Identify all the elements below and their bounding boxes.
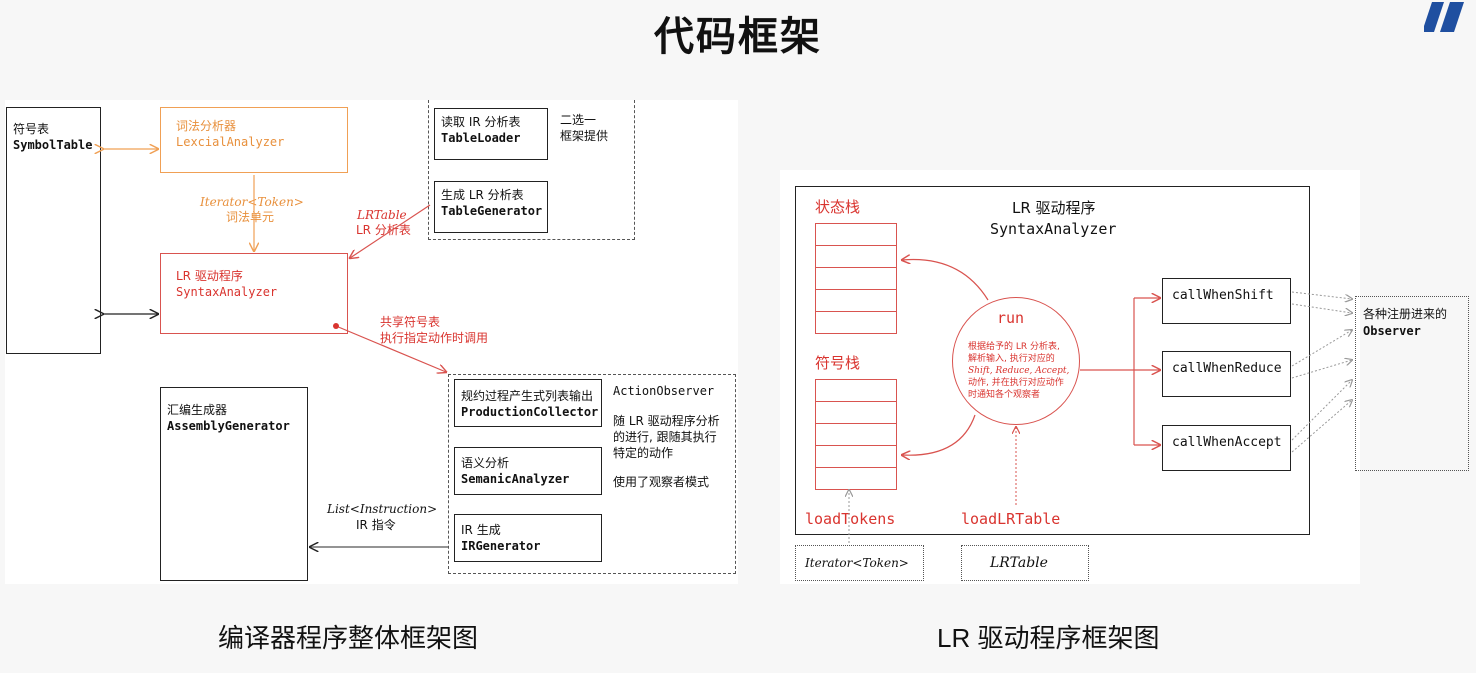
instruction-list-label: List<Instruction> [327, 502, 438, 516]
production-collector-class: ProductionCollector [461, 405, 599, 419]
syntax-observer-arrow [335, 325, 446, 372]
action-observer-desc3: 特定的动作 [613, 446, 674, 460]
brand-logo-icon [1424, 2, 1464, 32]
run-desc3: Shift, Reduce, Accept, [968, 366, 1070, 376]
action-observer-group [448, 374, 736, 574]
run-circle [952, 297, 1080, 425]
left-diagram-panel [5, 100, 738, 584]
lrtable-text: LRTable [990, 555, 1048, 571]
call-when-shift-label: callWhenShift [1172, 288, 1274, 303]
observer-class: Observer [1363, 324, 1421, 338]
syntax-analyzer-label: LR 驱动程序 [176, 269, 243, 283]
table-syntax-arrow [350, 204, 431, 258]
run-desc5: 时通知各个观察者 [968, 390, 1041, 400]
choice-note-line1: 二选一 [560, 113, 597, 127]
run-desc4: 动作, 并在执行对应动作 [968, 378, 1064, 388]
lexer-class: LexcialAnalyzer [176, 135, 285, 149]
run-state-arrow [902, 260, 989, 301]
symbol-stack-label: 符号栈 [815, 354, 861, 372]
lex-unit-label: 词法单元 [226, 210, 275, 224]
callback-observer-arrows [1291, 291, 1352, 453]
action-observer-name: ActionObserver [613, 384, 715, 398]
symbol-table-class: SymbolTable [13, 138, 93, 152]
iterator-token-box [795, 545, 924, 581]
symbol-stack [815, 379, 897, 490]
choice-note-line2: 框架提供 [560, 129, 609, 143]
run-desc2: 解析输入, 执行对应的 [968, 354, 1055, 364]
observer-box [1355, 296, 1469, 471]
state-stack [815, 223, 897, 334]
load-lrtable-label: loadLRTable [961, 510, 1061, 528]
shared-symbol-note: 执行指定动作时调用 [380, 331, 489, 345]
ir-instruction-label: IR 指令 [356, 518, 396, 532]
call-when-accept-box [1162, 425, 1291, 471]
table-generator-class: TableGenerator [441, 204, 543, 218]
semantic-analyzer-box [454, 447, 602, 495]
syntax-analyzer-box [160, 253, 348, 334]
action-observer-desc4: 使用了观察者模式 [613, 475, 710, 489]
symbol-table-box [6, 107, 101, 354]
production-collector-box [454, 379, 602, 427]
semantic-analyzer-class: SemanicAnalyzer [461, 472, 570, 486]
ir-generator-box [454, 514, 602, 562]
table-generator-box [434, 181, 548, 233]
assembly-generator-class: AssemblyGenerator [167, 419, 290, 433]
right-caption: LR 驱动程序框架图 [937, 623, 1160, 653]
observer-label: 各种注册进来的 [1363, 307, 1448, 321]
slide-title: 代码框架 [654, 14, 822, 60]
action-observer-desc1: 随 LR 驱动程序分析 [613, 414, 720, 428]
table-loader-class: TableLoader [441, 131, 521, 145]
call-when-reduce-label: callWhenReduce [1172, 361, 1282, 376]
ir-generator-label: IR 生成 [461, 523, 501, 537]
shared-symbol-label: 共享符号表 [380, 315, 441, 329]
lrtable-label: LRTable [357, 208, 407, 222]
call-when-accept-label: callWhenAccept [1172, 435, 1282, 450]
shared-dot [333, 323, 339, 329]
table-generator-label: 生成 LR 分析表 [441, 188, 524, 202]
syntax-analyzer-subtitle: SyntaxAnalyzer [990, 220, 1117, 238]
call-when-reduce-box [1162, 351, 1291, 397]
assembly-generator-box [160, 387, 308, 581]
ir-generator-class: IRGenerator [461, 539, 541, 553]
call-when-shift-box [1162, 278, 1291, 324]
iterator-token-label: Iterator<Token> [200, 195, 304, 209]
symbol-table-label: 符号表 [13, 122, 50, 136]
lexer-label: 词法分析器 [176, 119, 237, 133]
table-loader-box [434, 108, 548, 160]
production-collector-label: 规约过程产生式列表输出 [461, 389, 594, 403]
assembly-generator-label: 汇编生成器 [167, 403, 228, 417]
left-caption: 编译器程序整体框架图 [218, 623, 479, 653]
run-label: run [997, 309, 1025, 327]
table-loader-label: 读取 IR 分析表 [441, 115, 521, 129]
table-provider-group [428, 100, 635, 240]
run-symbol-arrow [902, 414, 976, 455]
action-observer-desc2: 的进行, 跟随其执行 [613, 430, 717, 444]
iterator-token-text: Iterator<Token> [805, 556, 909, 570]
lexer-box [160, 107, 348, 173]
syntax-analyzer-class: SyntaxAnalyzer [176, 285, 278, 299]
load-tokens-label: loadTokens [805, 510, 896, 528]
lrtable-box [961, 545, 1089, 581]
semantic-analyzer-label: 语义分析 [461, 456, 510, 470]
run-desc1: 根据给予的 LR 分析表, [968, 342, 1060, 352]
syntax-analyzer-title: LR 驱动程序 [1012, 199, 1096, 217]
state-stack-label: 状态栈 [815, 198, 861, 216]
